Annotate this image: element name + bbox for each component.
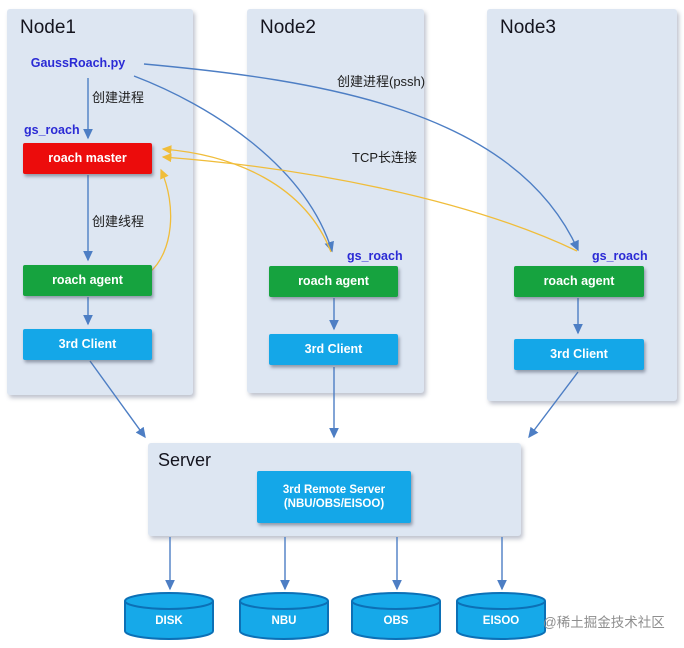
create-process-pssh-label: 创建进程(pssh) xyxy=(337,74,426,89)
nbu-label: NBU xyxy=(271,615,297,627)
obs-label: OBS xyxy=(383,615,409,627)
create-process-label: 创建进程 xyxy=(92,90,145,105)
server-title: Server xyxy=(158,450,212,470)
client-box-node2: 3rd Client xyxy=(269,334,398,365)
remote-server-line2: (NBU/OBS/EISOO) xyxy=(283,498,385,510)
disk-label: DISK xyxy=(155,615,183,627)
node3-title: Node3 xyxy=(500,17,556,38)
remote-server-box: 3rd Remote Server (NBU/OBS/EISOO) xyxy=(257,471,411,523)
nbu-cylinder-top xyxy=(239,592,329,610)
disk-cylinder-top xyxy=(124,592,214,610)
gs-roach-label-node1: gs_roach xyxy=(24,123,80,137)
create-thread-label: 创建线程 xyxy=(92,214,145,229)
tcp-connection-label: TCP长连接 xyxy=(352,150,418,165)
roach-agent-box-node2: roach agent xyxy=(269,266,398,297)
watermark: @稀土掘金技术社区 xyxy=(543,615,665,630)
node1-title: Node1 xyxy=(20,17,76,38)
eisoo-label: EISOO xyxy=(482,615,520,627)
obs-cylinder-top xyxy=(351,592,441,610)
eisoo-cylinder-top xyxy=(456,592,546,610)
client-box-node1: 3rd Client xyxy=(23,329,152,360)
client-box-node3: 3rd Client xyxy=(514,339,644,370)
gaussroach-script-label: GaussRoach.py xyxy=(30,56,126,70)
gs-roach-label-node2: gs_roach xyxy=(347,249,403,263)
gs-roach-label-node3: gs_roach xyxy=(592,249,648,263)
node2-title: Node2 xyxy=(260,17,316,38)
roach-agent-box-node3: roach agent xyxy=(514,266,644,297)
remote-server-line1: 3rd Remote Server xyxy=(282,483,386,496)
roach-master-box: roach master xyxy=(23,143,152,174)
roach-agent-box-node1: roach agent xyxy=(23,265,152,296)
